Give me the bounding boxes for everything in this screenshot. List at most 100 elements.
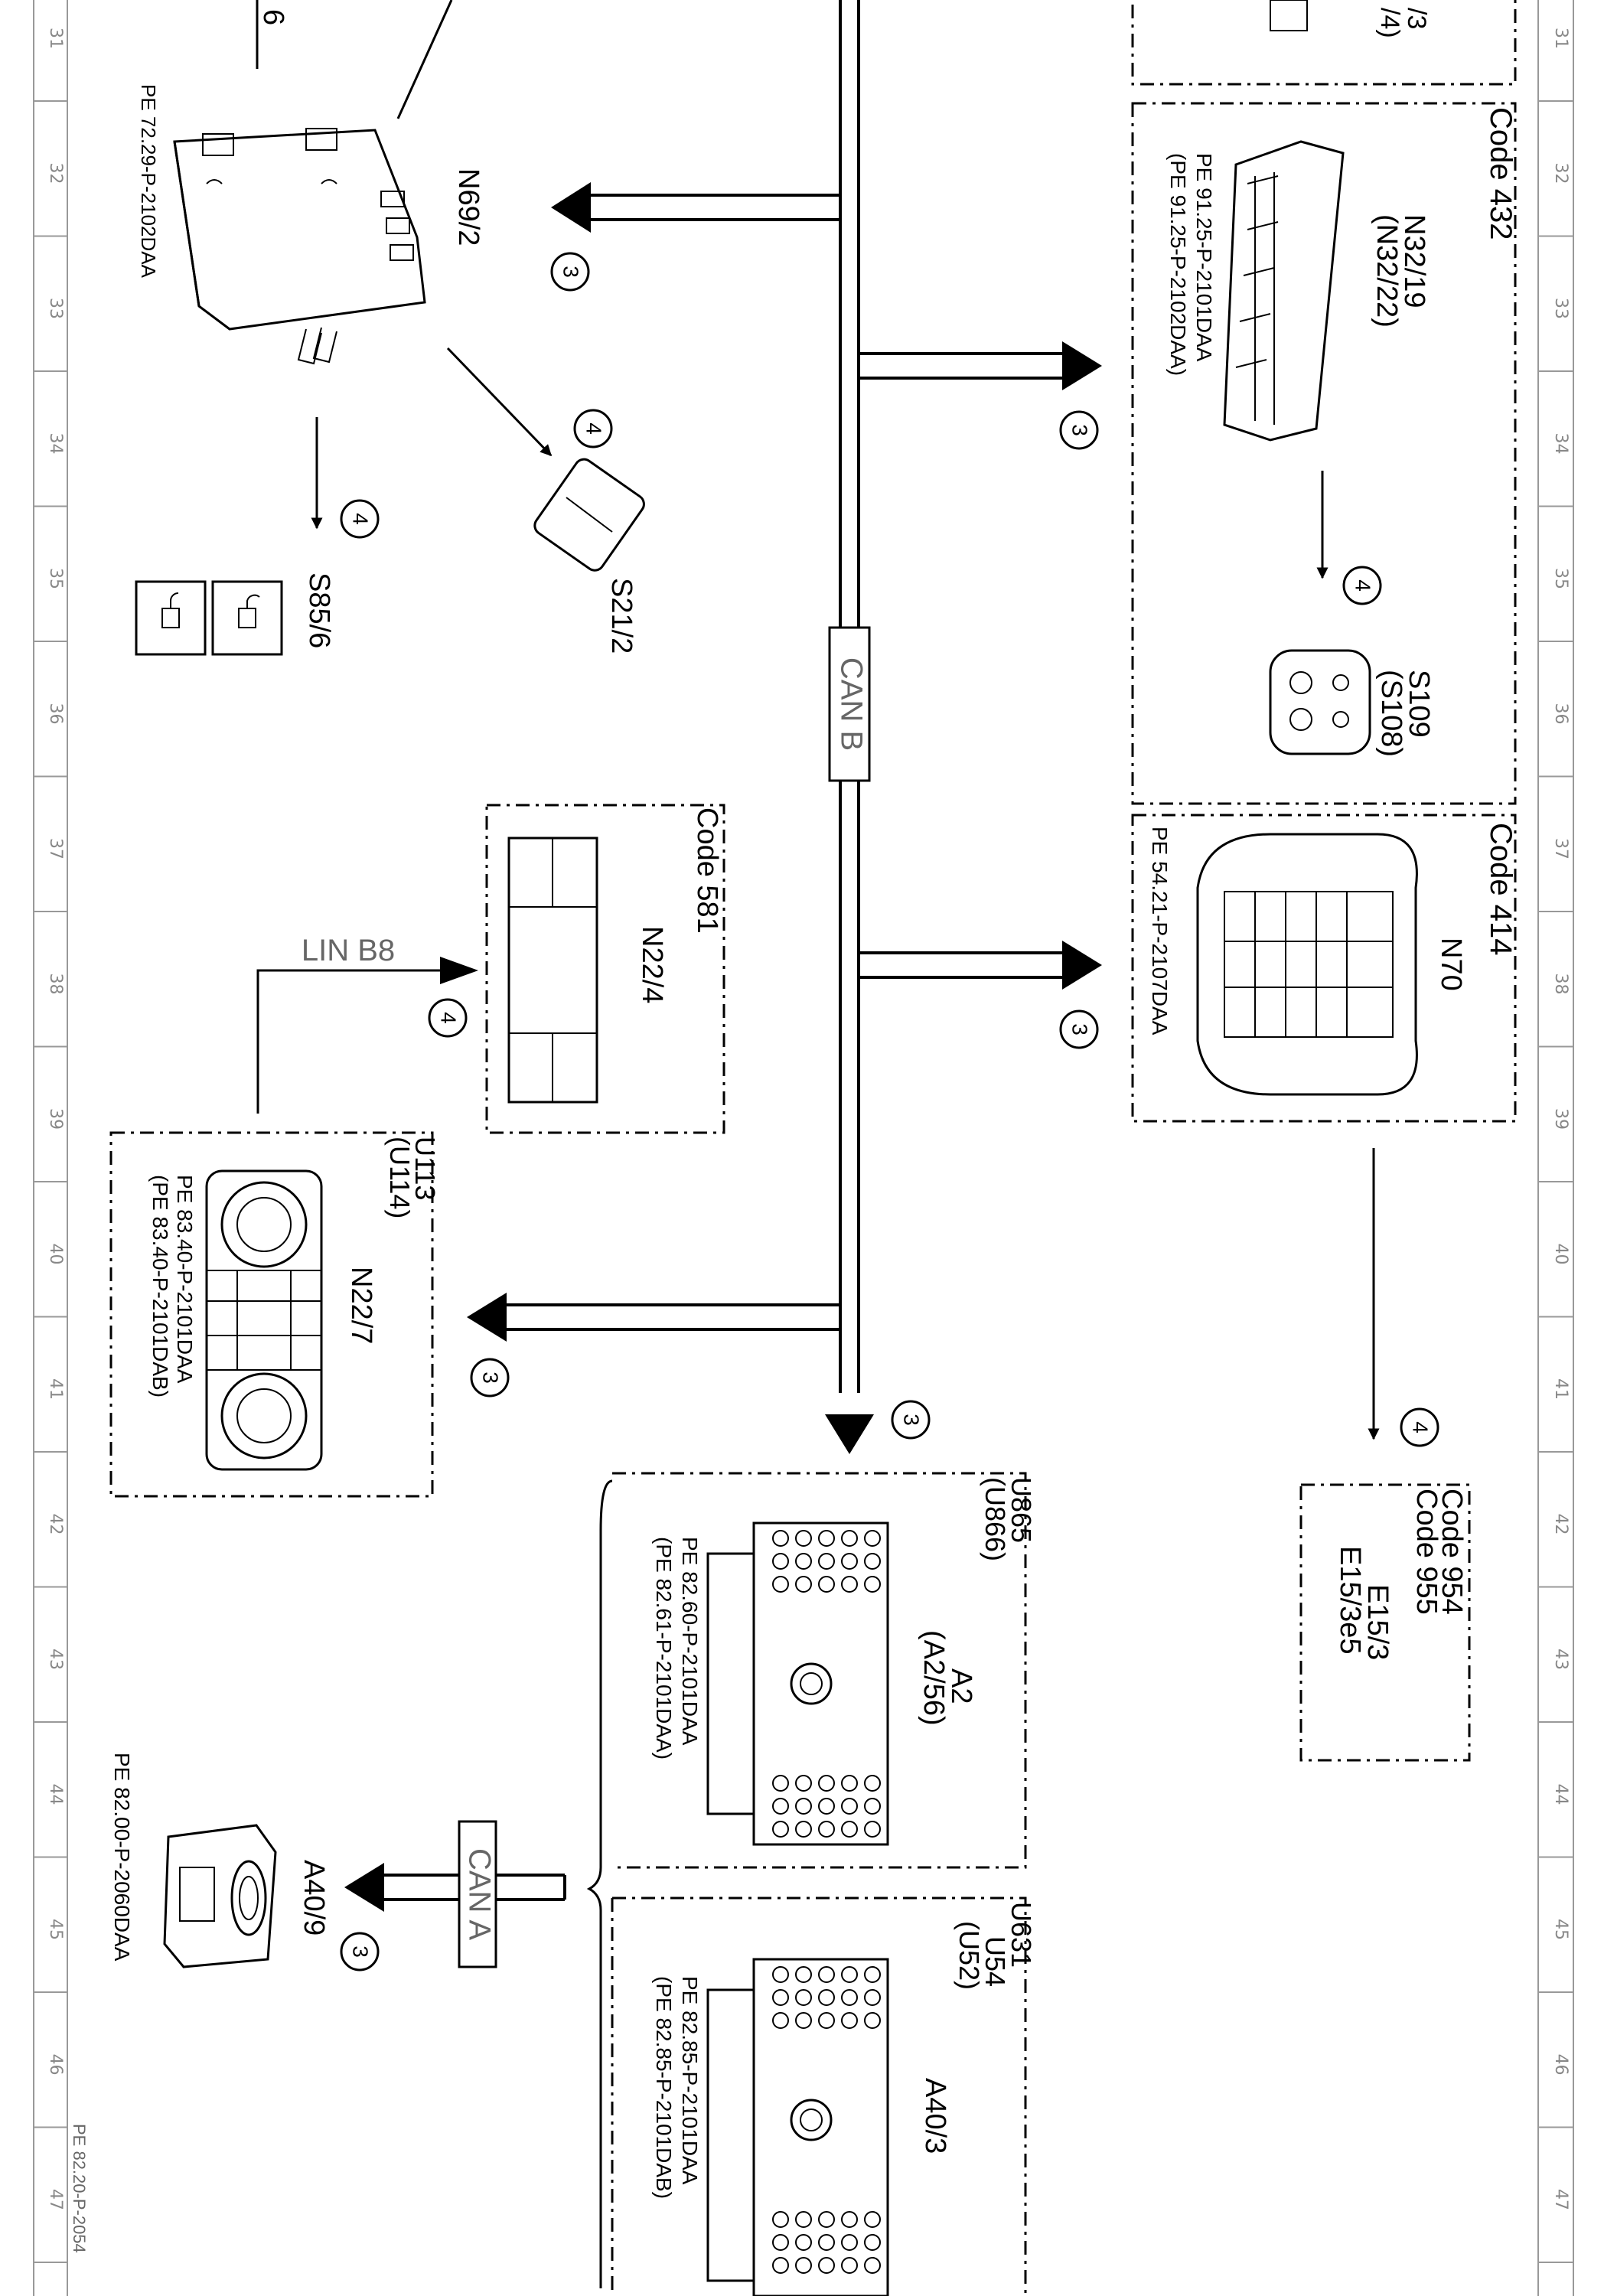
radio-button-dot (864, 1798, 881, 1815)
radio-button-dot (772, 1576, 789, 1593)
column-number: 39 (46, 1108, 65, 1130)
column-number: 35 (1551, 568, 1570, 589)
column-number: 32 (1551, 163, 1570, 184)
radio-button-dot (772, 2211, 789, 2228)
can-a-label: CAN A (462, 1848, 496, 1940)
radio-button-dot (818, 1775, 835, 1792)
bus-end-arrow (825, 1414, 874, 1454)
top-partial-line2: /4) (1375, 8, 1404, 38)
marker-number: 4 (349, 513, 373, 525)
radio-button-dot (818, 1530, 835, 1547)
radio-button-dot (795, 1821, 812, 1838)
a40-3-name: A40/3 (919, 2078, 951, 2154)
radio-button-dot (818, 1821, 835, 1838)
top-partial-box (1131, 0, 1517, 86)
radio-button-dot (818, 1798, 835, 1815)
bus-branch-n69-2 (551, 182, 840, 233)
radio-button-dot (818, 2211, 835, 2228)
a40-3-ref1: PE 82.85-P-2101DAA (678, 1976, 702, 2185)
n69-2-top-label: 6 (257, 9, 289, 25)
radio-button-dot (795, 1775, 812, 1792)
a40-9-ref: PE 82.00-P-2060DAA (110, 1753, 134, 1962)
n22-7-box1: U113 (409, 1137, 441, 1200)
radio-button-dot (818, 1576, 835, 1593)
column-number: 47 (1551, 2189, 1570, 2210)
radio-button-dot (818, 2257, 835, 2274)
e15-code2: Code 955 (1410, 1489, 1443, 1615)
radio-button-dot (818, 1966, 835, 1983)
n32-alt: (N32/22) (1371, 214, 1403, 328)
bus-branch-n22-7 (467, 1293, 840, 1342)
radio-button-dot (864, 1966, 881, 1983)
column-number: 34 (46, 433, 65, 455)
marker-circle: 4 (1342, 566, 1382, 605)
radio-button-dot (841, 1553, 858, 1570)
radio-button-dot (772, 1530, 789, 1547)
marker-circle: 4 (573, 409, 613, 448)
column-number: 47 (46, 2189, 65, 2210)
radio-button-dot (841, 1798, 858, 1815)
radio-button-dot (772, 1989, 789, 2006)
marker-number: 4 (437, 1012, 461, 1024)
radio-button-dot (841, 1966, 858, 1983)
n32-code: Code 432 (1484, 107, 1518, 240)
marker-number: 3 (349, 1945, 373, 1958)
marker-circle: 4 (1400, 1407, 1439, 1447)
n32-name: N32/19 (1398, 214, 1430, 308)
n32-ref1: PE 91.25-P-2101DAA (1192, 153, 1216, 362)
column-number: 46 (1551, 2054, 1570, 2076)
marker-circle: 3 (891, 1400, 931, 1440)
lin-b8-label: LIN B8 (302, 934, 395, 967)
a40-3-box (611, 1896, 1027, 2296)
marker-number: 3 (1068, 424, 1092, 436)
column-number: 37 (1551, 838, 1570, 859)
a40-3-box1: U631 (1006, 1902, 1037, 1968)
radio-button-dot (818, 2234, 835, 2251)
n22-7-ref1: PE 83.40-P-2101DAA (173, 1175, 197, 1384)
column-number: 35 (46, 568, 65, 589)
radio-button-dot (772, 2234, 789, 2251)
s109-alt: (S108) (1375, 670, 1407, 757)
arrow-to-s21-2 (446, 347, 553, 457)
n70-code: Code 414 (1484, 823, 1518, 955)
a40-3-box3: (U52) (954, 1921, 985, 1990)
n22-7-ref2: (PE 83.40-P-2101DAB) (148, 1175, 172, 1397)
column-number: 39 (1551, 1108, 1570, 1130)
radio-button-dot (795, 1530, 812, 1547)
radio-button-dot (841, 1775, 858, 1792)
n22-7-name: N22/7 (345, 1267, 377, 1344)
column-number: 32 (46, 163, 65, 184)
marker-circle: 3 (550, 252, 590, 292)
lin-b8-line (256, 957, 478, 1114)
s109-name: S109 (1403, 670, 1435, 738)
n70-name: N70 (1435, 938, 1467, 991)
can-b-label: CAN B (834, 657, 868, 751)
radio-button-dot (772, 1966, 789, 1983)
radio-button-dot (864, 1775, 881, 1792)
marker-circle: 4 (340, 499, 380, 539)
radio-button-dot (864, 2257, 881, 2274)
radio-button-dot (841, 1821, 858, 1838)
a2-name: A2 (945, 1668, 977, 1704)
column-number: 33 (46, 298, 65, 319)
radio-button-dot (841, 1530, 858, 1547)
radio-button-dot (818, 1553, 835, 1570)
a40-9-name: A40/9 (298, 1860, 330, 1936)
radio-button-dot (864, 1576, 881, 1593)
s21-2-switch (533, 458, 645, 572)
radio-button-dot (795, 2012, 812, 2029)
column-number: 44 (46, 1784, 65, 1805)
a2-ref1: PE 82.60-P-2101DAA (678, 1537, 702, 1746)
top-partial-line1: /3 (1402, 8, 1431, 29)
s85-6-switch (135, 580, 283, 656)
radio-button-dot (864, 1821, 881, 1838)
marker-number: 4 (582, 422, 606, 435)
marker-circle: 3 (470, 1358, 510, 1397)
radio-button-dot (795, 2211, 812, 2228)
radio-button-dot (818, 2012, 835, 2029)
a2-alt: (A2/56) (918, 1630, 950, 1726)
n22-4-name: N22/4 (636, 926, 668, 1003)
column-number: 38 (1551, 974, 1570, 995)
